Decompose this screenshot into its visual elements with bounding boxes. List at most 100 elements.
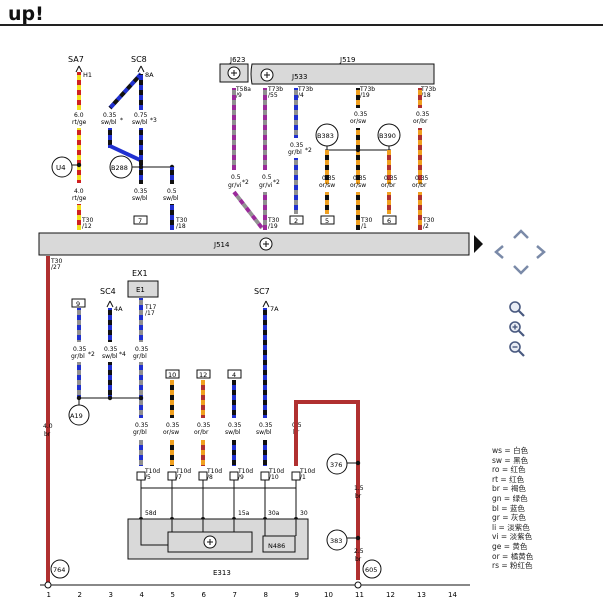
label-e1: E1	[136, 286, 145, 294]
wire-gr-vi-diag-1b	[232, 190, 264, 230]
arrow-right-icon[interactable]	[474, 235, 483, 253]
label-sa7: SA7	[68, 55, 84, 64]
node-a19-2	[107, 395, 113, 401]
legend-row: ro = 红色	[492, 465, 526, 475]
pin-box-4	[229, 471, 239, 481]
wire-b-grbl-1-low	[77, 362, 81, 398]
title-divider	[0, 24, 603, 26]
wire-size-8: 0.5	[262, 174, 272, 181]
wire-color-6: sw/bl	[163, 195, 179, 202]
zoom-fit-icon[interactable]	[508, 300, 526, 318]
wire-color-5: sw/bl	[132, 195, 148, 202]
wire-size-4: 0.75	[134, 112, 148, 119]
wire-gr-vi-diag-1	[232, 190, 264, 230]
wire-gr-vi-low	[263, 192, 267, 230]
label-383: 383	[330, 537, 342, 545]
column-number: 2	[78, 591, 82, 599]
wire-size-b6: 0.35	[166, 422, 180, 429]
legend-row: gn = 绿色	[492, 493, 528, 503]
box-bottom-9-label: 9	[76, 300, 80, 308]
wire-b-swbl-2	[232, 380, 236, 418]
wire-b-swbl-t10-a	[232, 440, 236, 466]
j623-icon-glyph	[231, 70, 237, 76]
wire-color-10: or/sw	[350, 118, 366, 125]
wire-color-9: gr/bl	[288, 149, 302, 156]
wire-size-12: 0.35	[416, 111, 430, 118]
wire-color-b1: br	[44, 431, 51, 438]
t10d-label-1: T10d/5	[144, 468, 160, 481]
wire-or-sw-low-1	[325, 192, 329, 214]
node-a19-3	[138, 395, 144, 401]
mark-star4: *4	[119, 351, 126, 358]
label-376: 376	[330, 461, 342, 469]
wire-sa7-upper	[77, 72, 81, 110]
legend-row: bl = 蓝色	[492, 503, 525, 513]
conn-t73b-55: T73b/55	[267, 86, 283, 99]
fuse-4a-arrow	[106, 300, 114, 308]
wire-size-10b: 0.35	[322, 175, 336, 182]
pan-right-icon[interactable]	[536, 245, 546, 259]
wire-or-br-low-2	[418, 192, 422, 230]
label-b383: B383	[317, 132, 334, 140]
wire-size-10: 0.35	[354, 111, 368, 118]
column-number: 13	[417, 591, 426, 599]
wire-size-9: 0.35	[290, 142, 304, 149]
component-605	[362, 559, 382, 579]
wire-color-11: or/sw	[350, 182, 366, 189]
wire-gr-vi-2	[263, 88, 267, 170]
column-number: 9	[295, 591, 299, 599]
label-b390: B390	[379, 132, 396, 140]
pan-controls	[494, 229, 546, 275]
conn-t30-19: T30/19	[267, 217, 279, 230]
axis-node-1	[44, 581, 52, 589]
label-j519: J519	[339, 56, 355, 64]
mark-star2-c: *2	[273, 179, 280, 186]
wire-b-br-loop	[294, 400, 360, 580]
pan-left-icon[interactable]	[494, 245, 504, 259]
t10d-label-2: T10d/7	[175, 468, 191, 481]
conn-t73b-4: T73b/4	[297, 86, 313, 99]
zoom-out-icon[interactable]	[508, 340, 526, 358]
pin-box-2	[167, 471, 177, 481]
legend-row: gr = 灰色	[492, 513, 526, 523]
pan-down-icon[interactable]	[513, 265, 529, 275]
column-number: 6	[202, 591, 207, 599]
wire-size-5: 0.35	[134, 188, 148, 195]
mark-star2-d: *2	[88, 351, 95, 358]
wire-color-8: gr/vi	[259, 182, 273, 189]
wire-b-swbl-1	[108, 308, 112, 342]
wire-sc8-d	[170, 204, 174, 230]
column-number: 5	[171, 591, 175, 599]
wire-color-1: rt/ge	[72, 119, 87, 126]
wire-size-b1: 4.0	[43, 423, 53, 430]
pan-up-icon[interactable]	[513, 229, 529, 239]
conn-t30-2: T30/2	[422, 217, 434, 230]
node-b288-1	[138, 164, 144, 170]
wire-b-grbl-2-low	[139, 362, 143, 418]
fuse-7a-arrow	[262, 300, 270, 308]
t10d-label-5: T10d/10	[268, 468, 284, 481]
label-e313: E313	[213, 569, 231, 577]
wire-b-orsw-t10	[170, 440, 174, 466]
wire-size-b8: 0.35	[228, 422, 242, 429]
box-bottom-10-label: 10	[168, 371, 176, 379]
node-mid-1	[355, 147, 361, 153]
wire-color-3: sw/bl	[101, 119, 117, 126]
column-number: 10	[324, 591, 333, 599]
wire-gr-vi-1	[232, 88, 236, 170]
mark-star-b: *	[120, 117, 123, 124]
column-number: 3	[109, 591, 113, 599]
zoom-in-icon[interactable]	[508, 320, 526, 338]
wire-size-6: 0.5	[167, 188, 177, 195]
conn-t17-17: T17/17	[144, 304, 156, 317]
wire-sc8-a	[108, 128, 112, 148]
column-number: 4	[140, 591, 145, 599]
wire-sc8-b	[139, 128, 143, 184]
box-bottom-9	[71, 298, 86, 308]
legend-row: sw = 黑色	[492, 455, 529, 465]
wire-color-b7: or/br	[194, 429, 209, 436]
wire-b-orbr	[201, 380, 205, 418]
label-j533: J533	[291, 73, 307, 81]
column-number: 11	[355, 591, 364, 599]
